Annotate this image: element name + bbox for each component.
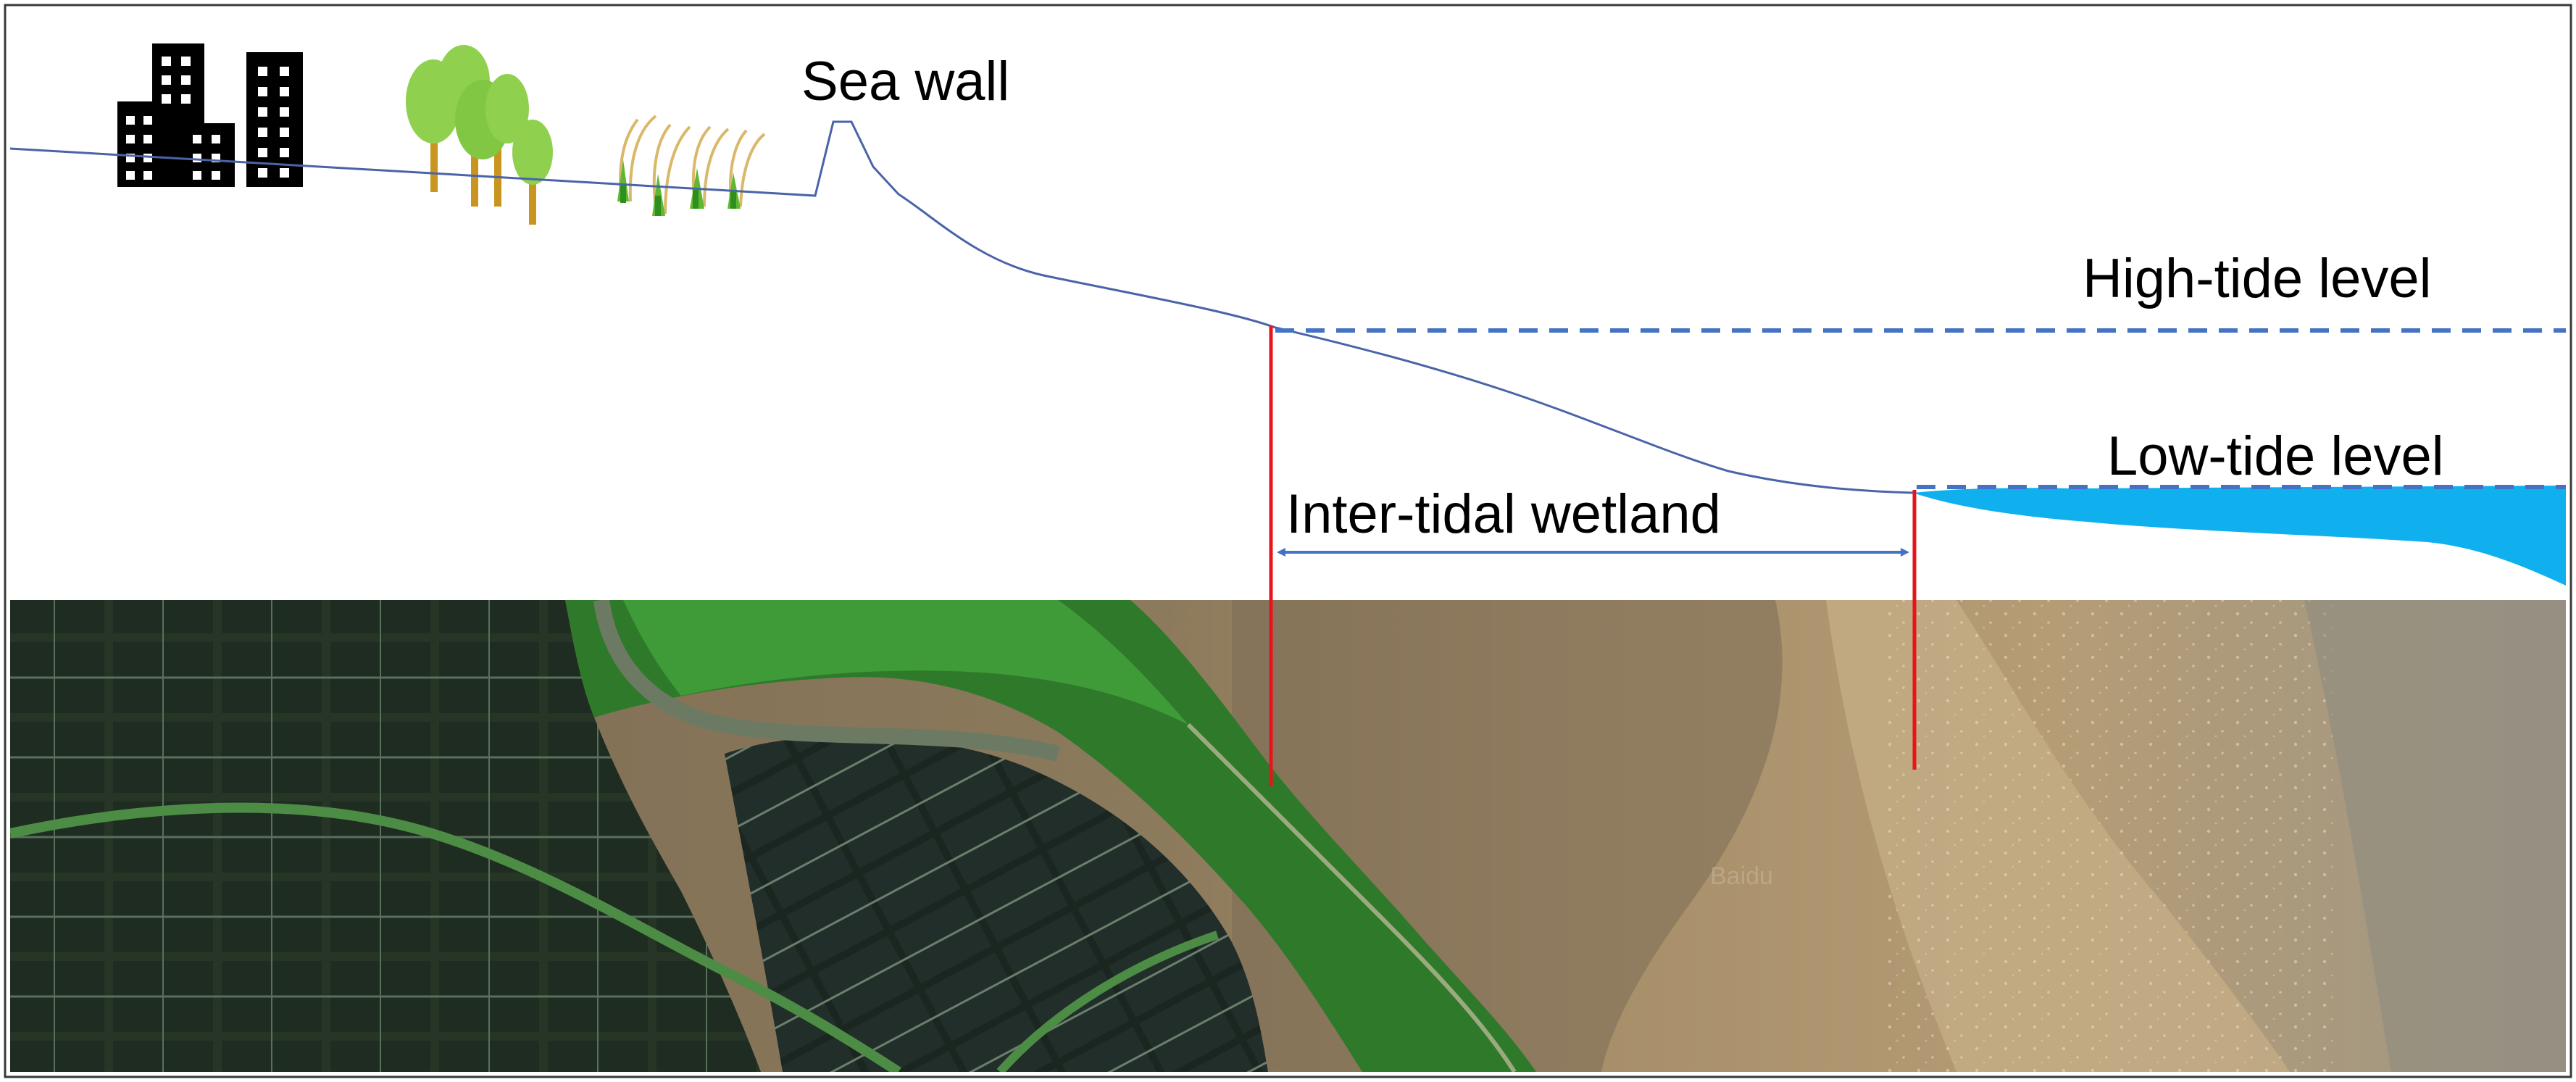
trees-icon	[406, 45, 553, 225]
high-tide-label: High-tide level	[2083, 248, 2432, 309]
watermark: Baidu	[1710, 862, 1773, 890]
aerial-photo: Baidu	[10, 600, 2566, 1072]
sea-water	[1913, 486, 2566, 586]
land-profile-line	[9, 120, 1914, 494]
wetland-label: Inter-tidal wetland	[1286, 483, 1721, 545]
low-tide-label: Low-tide level	[2107, 425, 2444, 487]
sea-wall-label: Sea wall	[801, 51, 1009, 112]
buildings-icon	[117, 43, 303, 187]
